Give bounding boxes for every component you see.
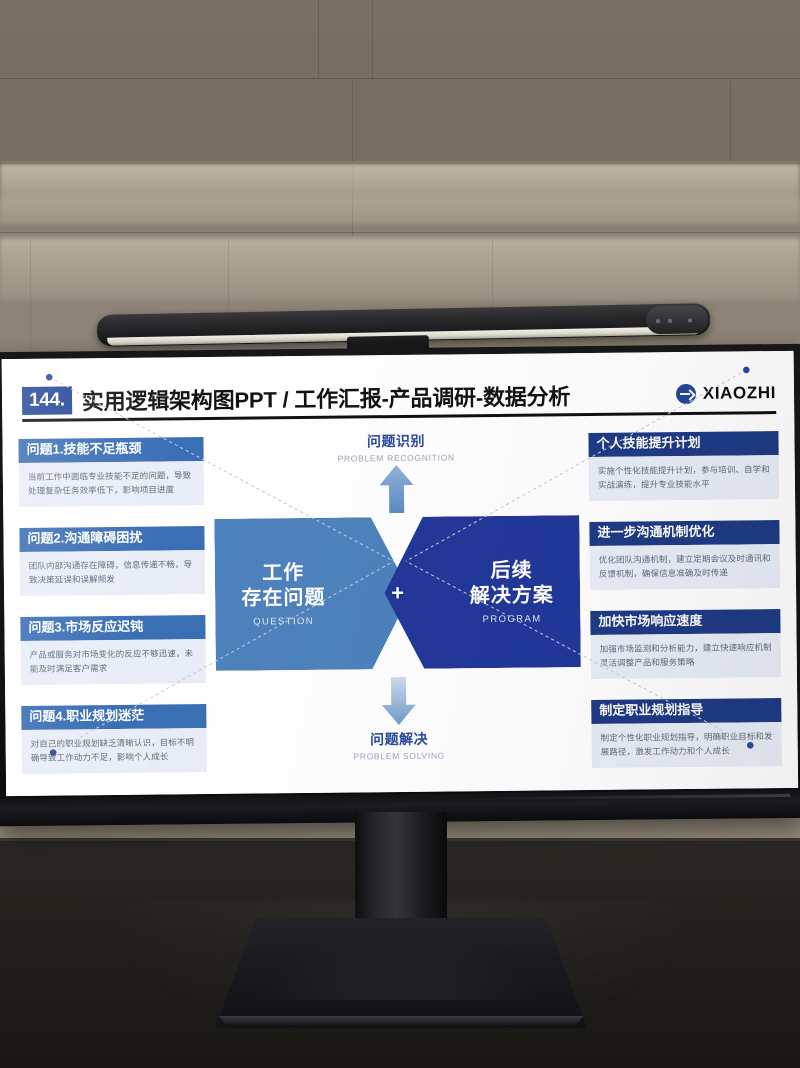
solution-card-4[interactable]: 制定职业规划指导 制定个性化职业规划指导，明确职业目标和发展路径，激发工作动力和… bbox=[591, 698, 782, 768]
problem-card-2-title: 问题2.沟通障碍困扰 bbox=[19, 526, 205, 552]
right-solution-column: 个人技能提升计划 实施个性化技能提升计划，参与培训、自学和实战演练，提升专业技能… bbox=[588, 425, 782, 778]
x-chevron-group: 工作 存在问题 QUESTION 后续 解决方案 PROGRAM + bbox=[212, 515, 583, 671]
arrow-up-icon bbox=[379, 465, 414, 513]
problem-card-3-title: 问题3.市场反应迟钝 bbox=[20, 615, 206, 641]
plus-icon: + bbox=[391, 579, 405, 606]
question-chevron-line1: 工作 bbox=[262, 562, 305, 585]
problem-card-4-title: 问题4.职业规划迷茫 bbox=[21, 704, 207, 730]
top-label-cn: 问题识别 bbox=[366, 432, 426, 450]
solution-card-1-title: 个人技能提升计划 bbox=[588, 431, 779, 457]
left-problem-column: 问题1.技能不足瓶颈 当前工作中面临专业技能不足的问题，导致处理复杂任务效率低下… bbox=[18, 431, 207, 784]
slide-number-badge: 144. bbox=[21, 386, 72, 415]
problem-card-3[interactable]: 问题3.市场反应迟钝 产品或服务对市场变化的反应不够迅速，未能及时满足客户需求 bbox=[20, 615, 207, 685]
monitor-stand-base-lip bbox=[218, 1016, 584, 1025]
monitor-stand-neck bbox=[355, 812, 447, 930]
question-chevron[interactable]: 工作 存在问题 QUESTION bbox=[214, 517, 411, 671]
light-bar-control-cap[interactable] bbox=[645, 305, 709, 335]
stand-base-sheen bbox=[248, 930, 548, 1000]
program-chevron-line2: 解决方案 bbox=[469, 584, 554, 608]
program-chevron-line1: 后续 bbox=[490, 559, 533, 583]
brand-logo: XIAOZHI bbox=[675, 383, 777, 405]
program-chevron-en: PROGRAM bbox=[482, 613, 542, 626]
slide-body: 问题1.技能不足瓶颈 当前工作中面临专业技能不足的问题，导致处理复杂任务效率低下… bbox=[18, 425, 782, 784]
top-label: 问题识别 PROBLEM RECOGNITION bbox=[211, 429, 580, 465]
solution-card-3-title: 加快市场响应速度 bbox=[590, 609, 781, 635]
solution-card-4-title: 制定职业规划指导 bbox=[591, 698, 782, 724]
top-label-en: PROBLEM RECOGNITION bbox=[337, 452, 455, 464]
solution-card-2[interactable]: 进一步沟通机制优化 优化团队沟通机制，建立定期会议及时通讯和反馈机制，确保信息准… bbox=[589, 520, 781, 590]
bottom-label-cn: 问题解决 bbox=[370, 730, 429, 748]
program-chevron[interactable]: 后续 解决方案 PROGRAM bbox=[384, 515, 581, 669]
bottom-label-en: PROBLEM SOLVING bbox=[353, 750, 446, 762]
problem-card-3-body: 产品或服务对市场变化的反应不够迅速，未能及时满足客户需求 bbox=[20, 638, 207, 685]
problem-card-1-title: 问题1.技能不足瓶颈 bbox=[18, 437, 204, 463]
slide-title: 实用逻辑架构图PPT / 工作汇报-产品调研-数据分析 bbox=[81, 384, 571, 415]
problem-card-1-body: 当前工作中面临专业技能不足的问题，导致处理复杂任务效率低下，影响项目进度 bbox=[18, 460, 205, 507]
desktop-monitor: 144. 实用逻辑架构图PPT / 工作汇报-产品调研-数据分析 XIAOZHI bbox=[0, 343, 800, 827]
arrow-down-icon bbox=[381, 677, 416, 725]
problem-card-1[interactable]: 问题1.技能不足瓶颈 当前工作中面临专业技能不足的问题，导致处理复杂任务效率低下… bbox=[18, 437, 205, 507]
center-diagram: 问题识别 PROBLEM RECOGNITION 工作 存在问题 QUESTIO… bbox=[211, 427, 584, 782]
problem-card-4[interactable]: 问题4.职业规划迷茫 对自己的职业规划缺乏清晰认识，目标不明确导致工作动力不足，… bbox=[21, 704, 207, 774]
solution-card-3-body: 加强市场监测和分析能力，建立快速响应机制灵活调整产品和服务策略 bbox=[590, 632, 781, 679]
solution-card-2-title: 进一步沟通机制优化 bbox=[589, 520, 780, 546]
solution-card-1[interactable]: 个人技能提升计划 实施个性化技能提升计划，参与培训、自学和实战演练，提升专业技能… bbox=[588, 431, 780, 501]
problem-card-4-body: 对自己的职业规划缺乏清晰认识，目标不明确导致工作动力不足，影响个人成长 bbox=[21, 727, 207, 774]
problem-card-2[interactable]: 问题2.沟通障碍困扰 团队内部沟通存在障碍，信息传递不畅，导致决策延误和误解频发 bbox=[19, 526, 206, 596]
solution-card-4-body: 制定个性化职业规划指导，明确职业目标和发展路径，激发工作动力和个人成长 bbox=[591, 721, 782, 768]
bottom-label: 问题解决 PROBLEM SOLVING bbox=[215, 727, 584, 763]
brand-name-label: XIAOZHI bbox=[702, 383, 777, 403]
solution-card-3[interactable]: 加快市场响应速度 加强市场监测和分析能力，建立快速响应机制灵活调整产品和服务策略 bbox=[590, 609, 781, 679]
question-chevron-line2: 存在问题 bbox=[241, 586, 326, 610]
presentation-slide: 144. 实用逻辑架构图PPT / 工作汇报-产品调研-数据分析 XIAOZHI bbox=[1, 350, 799, 797]
problem-card-2-body: 团队内部沟通存在障碍，信息传递不畅，导致决策延误和误解频发 bbox=[19, 549, 206, 596]
question-chevron-en: QUESTION bbox=[253, 615, 315, 628]
solution-card-1-body: 实施个性化技能提升计划，参与培训、自学和实战演练，提升专业技能水平 bbox=[588, 454, 780, 501]
monitor-screen: 144. 实用逻辑架构图PPT / 工作汇报-产品调研-数据分析 XIAOZHI bbox=[1, 350, 799, 797]
arrow-right-circle-icon bbox=[675, 383, 696, 405]
monitor-stand-base bbox=[215, 918, 587, 1028]
solution-card-2-body: 优化团队沟通机制，建立定期会议及时通讯和反馈机制，确保信息准确及时传递 bbox=[589, 543, 781, 590]
